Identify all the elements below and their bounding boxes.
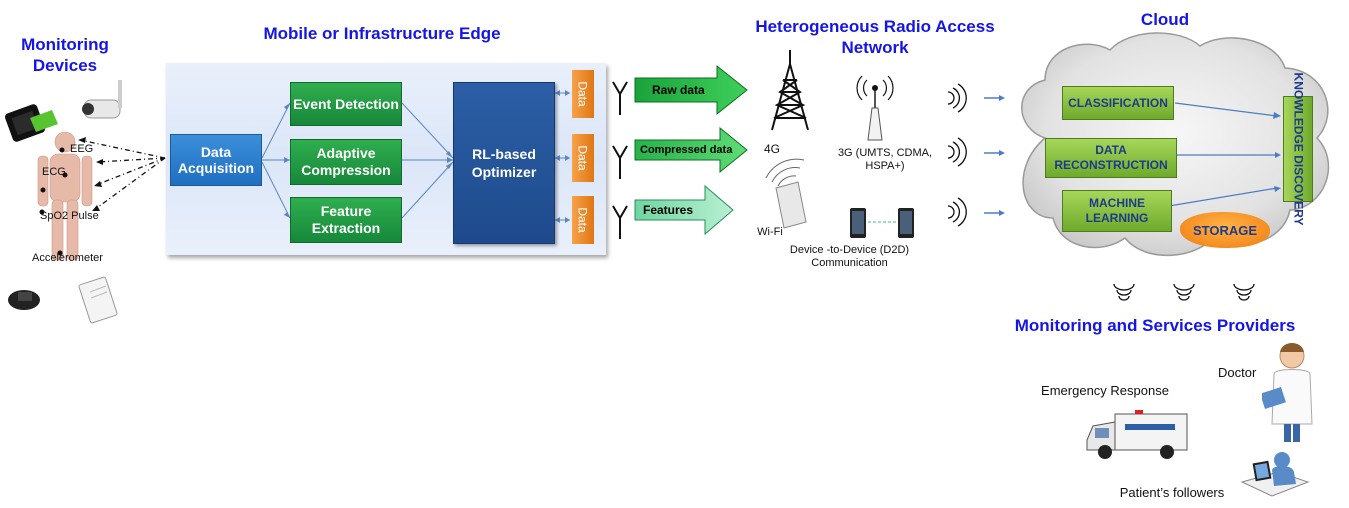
radio-access-title: Heterogeneous Radio Access Network	[755, 17, 995, 57]
spo2-pulse-label: SpO2 Pulse	[40, 210, 99, 222]
radio-network-illustration	[765, 50, 1005, 238]
doctor-icon	[1262, 343, 1313, 442]
ambulance-icon	[1086, 410, 1188, 459]
ecg-label: ECG	[42, 166, 66, 178]
cloud-connectors	[1168, 102, 1281, 207]
knowledge-discovery-box: KNOWLEDGE DISCOVERY	[1283, 73, 1313, 225]
data-tab-features: Data	[572, 196, 594, 244]
data-tab-compressed: Data	[572, 134, 594, 182]
cell-tower-icon	[771, 50, 809, 131]
wifi-router-icon	[765, 158, 807, 229]
cloud-downlink-waves	[1113, 283, 1255, 301]
event-detection-box: Event Detection	[290, 82, 402, 126]
d2d-phones-icon	[850, 208, 914, 238]
doctor-label: Doctor	[1218, 365, 1257, 380]
smartwatch-icon	[5, 104, 58, 142]
data-reconstruction-box: DATA RECONSTRUCTION	[1045, 138, 1177, 178]
storage-shape: STORAGE	[1180, 212, 1270, 248]
providers-title: Monitoring and Services Providers	[1014, 316, 1296, 335]
features-arrow	[634, 184, 734, 236]
data-tab-label: Data	[576, 207, 591, 233]
knowledge-discovery-label: KNOWLEDGE DISCOVERY	[1291, 72, 1305, 226]
data-tab-label: Data	[576, 145, 591, 171]
raw-data-arrow	[634, 64, 748, 116]
sensor-links	[79, 139, 166, 211]
cloud-title: Cloud	[1140, 10, 1190, 29]
emergency-label: Emergency Response	[1041, 383, 1169, 398]
patch-device-icon	[78, 276, 118, 324]
classification-box: CLASSIFICATION	[1062, 86, 1174, 120]
machine-learning-box: MACHINE LEARNING	[1062, 190, 1172, 232]
camera-icon	[82, 80, 122, 119]
followers-label: Patient’s followers	[1119, 485, 1225, 500]
eeg-label: EEG	[70, 143, 94, 155]
data-acquisition-box: Data Acquisition	[170, 134, 262, 186]
data-tab-label: Data	[576, 81, 591, 107]
raw-data-label: Raw data	[652, 83, 705, 97]
wristband-icon	[8, 290, 40, 310]
patients-followers-icon	[1240, 452, 1310, 497]
antenna-icons	[612, 81, 628, 239]
adaptive-compression-box: Adaptive Compression	[290, 139, 402, 185]
body-figure-icon	[37, 131, 93, 261]
data-tab-raw: Data	[572, 70, 594, 118]
compressed-data-arrow	[634, 126, 748, 174]
d2d-label: Device -to-Device (D2D) Communication	[789, 244, 910, 269]
signal-wave-icons	[947, 83, 967, 227]
features-label: Features	[643, 203, 694, 217]
feature-extraction-box: Feature Extraction	[290, 197, 402, 243]
flow-arrows	[612, 64, 748, 239]
3g-label: 3G (UMTS, CDMA, HSPA+)	[837, 147, 933, 172]
edge-title: Mobile or Infrastructure Edge	[263, 24, 501, 43]
network-to-cloud-arrows	[984, 97, 1000, 214]
compressed-data-label: Compressed data	[640, 144, 733, 156]
accelerometer-label: Accelerometer	[32, 252, 103, 264]
3g-antenna-icon	[856, 75, 894, 141]
monitoring-devices-title: Monitoring Devices	[21, 35, 109, 75]
4g-label: 4G	[763, 142, 780, 156]
monitoring-devices-illustration	[5, 80, 166, 324]
wifi-label: Wi-Fi	[757, 226, 783, 238]
edge-connectors	[261, 90, 570, 223]
rl-optimizer-box: RL-based Optimizer	[453, 82, 555, 244]
